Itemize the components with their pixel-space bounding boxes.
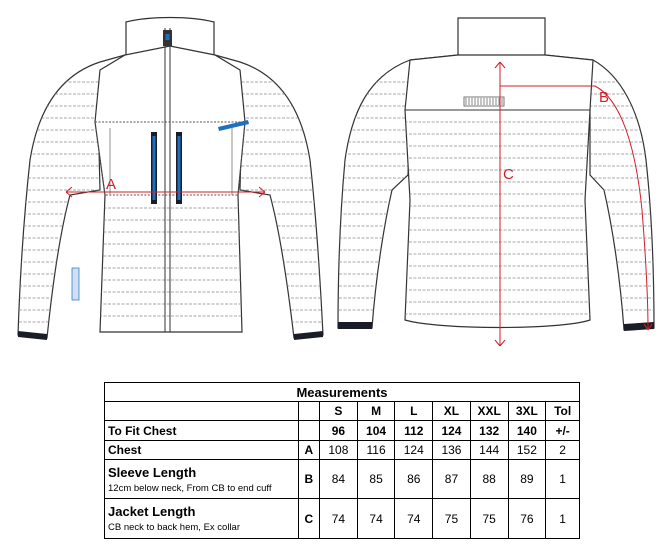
row-value: 84 bbox=[319, 458, 358, 500]
row-value: 87 bbox=[432, 458, 471, 500]
table-row: Chest A 108 116 124 136 144 152 2 bbox=[104, 439, 580, 460]
jacket-back-view: C B bbox=[337, 17, 655, 347]
fit-value: 112 bbox=[394, 420, 434, 441]
fit-value: 132 bbox=[469, 420, 509, 441]
tol-header-sub: +/- bbox=[545, 420, 580, 441]
row-sub-label: CB neck to back hem, Ex collar bbox=[108, 522, 240, 534]
back-right-sleeve bbox=[543, 54, 655, 331]
row-value: 144 bbox=[469, 439, 509, 460]
row-value: 116 bbox=[356, 439, 396, 460]
table-row: Sleeve Length 12cm below neck, From CB t… bbox=[104, 458, 580, 500]
row-value: 74 bbox=[319, 498, 358, 539]
sleeve-measure-line bbox=[500, 85, 649, 331]
size-header: M bbox=[356, 401, 396, 422]
row-value: 124 bbox=[394, 439, 434, 460]
back-body bbox=[404, 54, 594, 329]
row-value: 136 bbox=[432, 439, 471, 460]
sleeve-label-b: B bbox=[599, 89, 609, 106]
length-label-c: C bbox=[503, 166, 514, 183]
row-value: 76 bbox=[507, 498, 547, 539]
size-header-row: S M L XL XXL 3XL Tol bbox=[104, 401, 580, 422]
front-right-cuff bbox=[294, 331, 323, 340]
back-left-cuff bbox=[338, 322, 372, 329]
front-body-quilting bbox=[95, 207, 245, 317]
front-chest-panel bbox=[94, 121, 246, 196]
row-tol: 2 bbox=[545, 439, 580, 460]
fit-chest-label: To Fit Chest bbox=[104, 420, 299, 441]
row-value: 152 bbox=[507, 439, 547, 460]
row-value: 86 bbox=[394, 458, 434, 500]
row-tol: 1 bbox=[545, 498, 580, 539]
row-sub-label: 12cm below neck, From CB to end cuff bbox=[108, 482, 272, 494]
row-value: 89 bbox=[507, 458, 547, 500]
row-code: C bbox=[297, 498, 321, 539]
row-label: Sleeve Length bbox=[108, 464, 197, 480]
fit-chest-row: To Fit Chest 96 104 112 124 132 140 +/- bbox=[104, 420, 580, 441]
row-value: 88 bbox=[469, 458, 509, 500]
row-value: 75 bbox=[469, 498, 509, 539]
row-value: 85 bbox=[356, 458, 396, 500]
back-left-sleeve bbox=[337, 54, 460, 329]
jacket-front-view: A bbox=[17, 16, 324, 340]
row-value: 74 bbox=[356, 498, 396, 539]
row-label: Jacket Length bbox=[108, 504, 196, 520]
row-value: 74 bbox=[394, 498, 434, 539]
size-header: 3XL bbox=[507, 401, 547, 422]
sleeve-tag bbox=[71, 267, 80, 301]
row-code: B bbox=[297, 458, 321, 500]
chest-logo bbox=[218, 120, 249, 131]
row-value: 108 bbox=[319, 439, 358, 460]
row-value: 75 bbox=[432, 498, 471, 539]
row-code: A bbox=[297, 439, 321, 460]
jacket-technical-drawing: A bbox=[17, 16, 655, 347]
back-collar bbox=[457, 17, 546, 59]
size-header: XXL bbox=[469, 401, 509, 422]
fit-value: 140 bbox=[507, 420, 547, 441]
tol-header: Tol bbox=[545, 401, 580, 422]
front-left-cuff bbox=[18, 331, 47, 340]
size-header: XL bbox=[432, 401, 471, 422]
fit-value: 96 bbox=[319, 420, 358, 441]
table-title: Measurements bbox=[104, 381, 580, 403]
back-right-cuff bbox=[624, 322, 654, 331]
fit-value: 124 bbox=[432, 420, 471, 441]
size-header: L bbox=[394, 401, 434, 422]
size-header: S bbox=[319, 401, 358, 422]
measurements-table: Measurements S M L XL XXL 3XL Tol To Fit… bbox=[104, 381, 580, 539]
row-tol: 1 bbox=[545, 458, 580, 500]
table-row: Jacket Length CB neck to back hem, Ex co… bbox=[104, 498, 580, 539]
chest-label-a: A bbox=[106, 176, 116, 193]
fit-value: 104 bbox=[356, 420, 396, 441]
row-label: Chest bbox=[104, 439, 299, 460]
